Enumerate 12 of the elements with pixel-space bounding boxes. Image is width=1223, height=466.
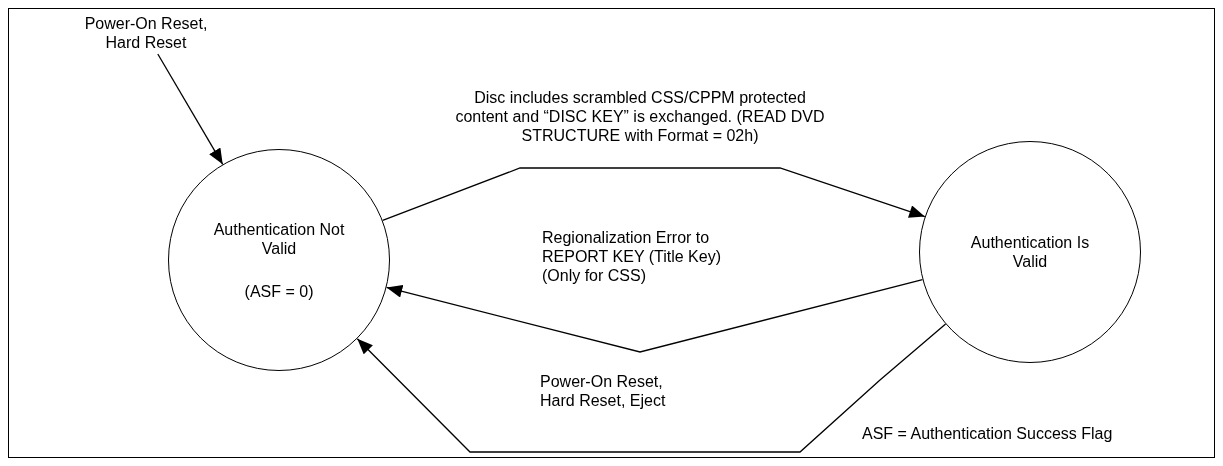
state-label: Authentication Is Valid — [969, 233, 1091, 271]
transition-arrow — [385, 278, 924, 353]
legend-note: ASF = Authentication Success Flag — [862, 424, 1113, 443]
edge-label: Regionalization Error to REPORT KEY (Title Key) (Only for CSS) — [542, 228, 722, 285]
transition-arrow — [157, 53, 224, 165]
transition-arrow — [356, 323, 947, 453]
edge-label: Power-On Reset, Hard Reset, Eject — [540, 372, 667, 410]
state-label: Authentication Not Valid — [212, 219, 346, 258]
trigger-text: Power-On Reset, Hard Reset — [66, 14, 226, 52]
edge-label: Disc includes scrambled CSS/CPPM protected content and “DISC KEY” is exchanged. (READ DVD STRUCTURE with Format = 02h) — [454, 88, 826, 145]
transition-arrow — [382, 167, 926, 222]
state-label: (ASF = 0) — [243, 281, 315, 301]
